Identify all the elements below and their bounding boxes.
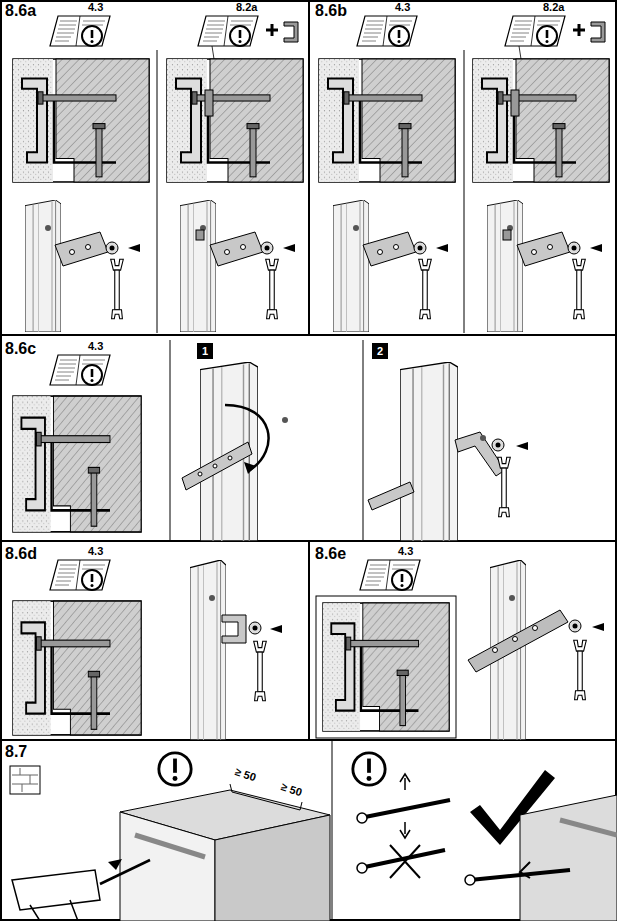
dimension-label: ≥ 50 xyxy=(233,766,259,784)
reference-number: 4.3 xyxy=(88,341,103,352)
step-heading: 8.6c xyxy=(5,341,36,357)
step-heading: 8.6a xyxy=(5,3,36,19)
reference-number: 4.3 xyxy=(88,546,103,557)
step-heading: 8.6e xyxy=(315,546,346,562)
step-number: 1 xyxy=(202,346,208,357)
step-heading: 8.6b xyxy=(315,3,347,19)
reference-number: 8.2a xyxy=(543,2,564,13)
reference-number: 4.3 xyxy=(88,2,103,13)
reference-number: 4.3 xyxy=(398,546,413,557)
step-number-box: 1 xyxy=(197,343,213,359)
step-heading: 8.6d xyxy=(5,546,37,562)
reference-number: 8.2a xyxy=(236,2,257,13)
step-number-box: 2 xyxy=(372,343,388,359)
step-number: 2 xyxy=(377,346,383,357)
dimension-label: ≥ 50 xyxy=(279,781,305,799)
reference-number: 4.3 xyxy=(395,2,410,13)
step-heading: 8.7 xyxy=(5,744,27,760)
